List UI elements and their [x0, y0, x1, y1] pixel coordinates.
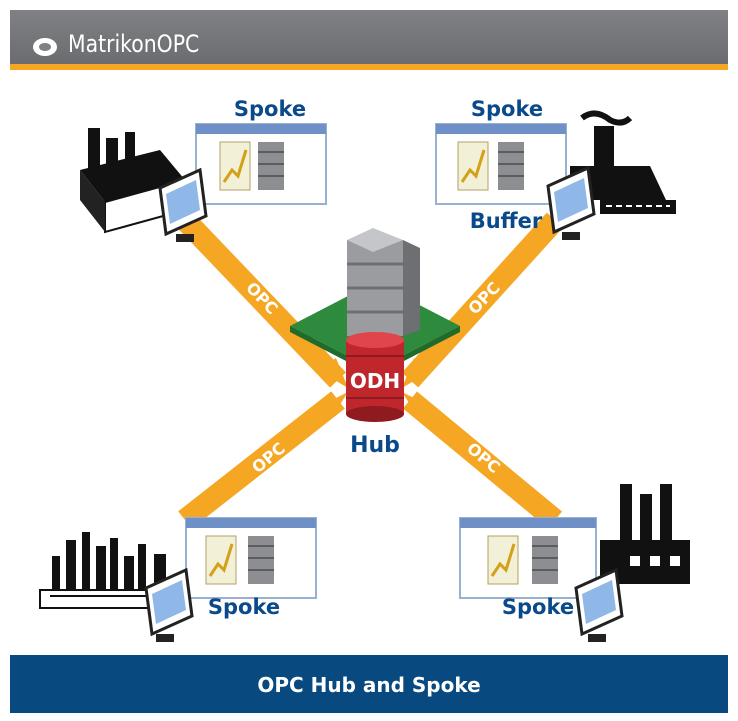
brand-name: MatrikonOPC — [68, 30, 200, 58]
monitor-icon-top-left — [158, 167, 208, 242]
spoke-top-left-label: Spoke — [234, 97, 306, 121]
hub-spoke-diagram: OPC OPC OPC OPC — [39, 97, 690, 642]
header-accent-stripe — [10, 64, 728, 70]
hub-database-icon — [346, 332, 404, 422]
hub-label: Hub — [350, 433, 400, 458]
spoke-top-left: Spoke — [80, 97, 327, 242]
spoke-top-right-sublabel: Buffer — [470, 209, 543, 233]
spoke-top-left-server-icon — [258, 142, 284, 190]
refinery-icon-bottom-left — [39, 532, 181, 609]
spoke-bottom-left-server-icon — [248, 536, 274, 584]
arrow-top-left — [318, 358, 348, 388]
spoke-top-right-server-icon — [498, 142, 524, 190]
power-plant-icon-top-right — [570, 110, 676, 214]
spoke-bottom-right-window — [459, 517, 597, 599]
server-stack-icon — [347, 228, 420, 336]
spoke-bottom-left: Spoke — [39, 517, 317, 642]
spoke-top-right-window — [435, 123, 567, 205]
spoke-bottom-left-window — [185, 517, 317, 599]
link-bottom-left — [178, 391, 345, 529]
hub-node: ODH Hub — [290, 228, 460, 458]
matrikon-logo-icon — [33, 38, 57, 56]
hub-badge: ODH — [350, 369, 400, 393]
factory-icon-bottom-right — [600, 484, 690, 584]
monitor-icon-bottom-right — [574, 567, 624, 642]
spoke-top-right: Spoke Buffer — [435, 97, 676, 240]
spoke-top-right-label: Spoke — [471, 97, 543, 121]
footer-bar: OPC Hub and Spoke — [10, 655, 728, 713]
link-top-right — [401, 212, 564, 388]
spoke-bottom-left-label: Spoke — [208, 595, 280, 619]
link-top-left — [177, 212, 346, 388]
opc-links — [177, 212, 564, 529]
monitor-icon-bottom-left — [144, 567, 194, 642]
link-bottom-right — [402, 391, 563, 529]
spoke-bottom-right-label: Spoke — [502, 595, 574, 619]
header-bar: MatrikonOPC — [10, 10, 728, 64]
spoke-bottom-right: Spoke — [459, 484, 690, 642]
monitor-icon-top-right — [546, 165, 596, 240]
arrow-bottom-left — [316, 392, 348, 420]
spoke-bottom-right-server-icon — [532, 536, 558, 584]
arrow-bottom-right — [402, 392, 434, 420]
spoke-top-left-window — [195, 123, 327, 205]
arrow-top-right — [402, 358, 432, 388]
footer-caption: OPC Hub and Spoke — [257, 673, 481, 697]
